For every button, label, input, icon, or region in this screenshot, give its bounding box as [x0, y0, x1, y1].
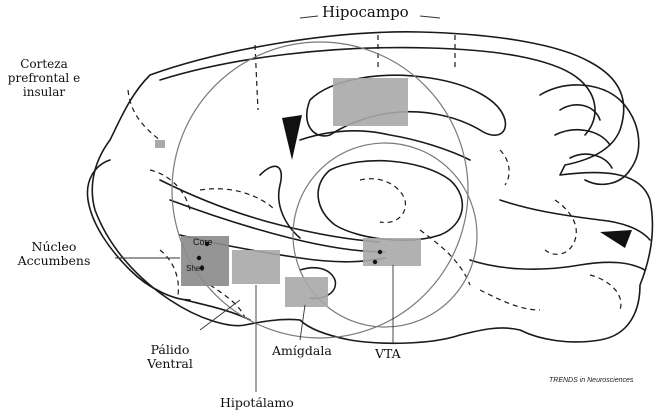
dashed-boundary-11	[590, 275, 621, 310]
label-nucleo-line-2: Accumbens	[4, 254, 104, 268]
brainstem-line-2	[470, 260, 645, 270]
label-hipotalamo: Hipotálamo	[220, 396, 294, 410]
region-hippocampus	[333, 78, 408, 126]
label-palido-line-1: Pálido	[135, 343, 205, 357]
ventricle-black	[282, 115, 302, 160]
thalamus-outline	[318, 161, 462, 241]
label-nucleo-line-1: Núcleo	[4, 240, 104, 254]
dashed-boundary-2	[255, 45, 258, 110]
dashed-boundary-13	[500, 150, 509, 185]
label-nucleo: Núcleo Accumbens	[4, 240, 104, 269]
label-vta: VTA	[375, 347, 401, 361]
dashed-boundary-12	[210, 285, 245, 318]
region-prefrontal	[155, 140, 165, 148]
label-amigdala: Amígdala	[272, 344, 332, 358]
dashed-boundary-5	[150, 170, 190, 210]
leader-hipocampo	[300, 16, 318, 18]
dot-vta-1	[378, 250, 382, 254]
leader-hipocampo-2	[420, 16, 440, 18]
label-corteza-line-3: insular	[4, 86, 84, 100]
credit-trends: TRENDS in Neurosciences	[549, 377, 633, 384]
label-palido-line-2: Ventral	[135, 357, 205, 371]
fourth-ventricle-black	[600, 230, 632, 248]
label-corteza-line-2: prefrontal e	[4, 72, 84, 86]
region-amygdala	[285, 277, 328, 307]
cerebellum-fold-2	[555, 130, 610, 145]
cerebellum-fold-3	[570, 154, 612, 168]
dashed-boundary-9	[480, 290, 540, 310]
fornix	[260, 166, 300, 238]
region-pallidum	[232, 250, 280, 284]
dashed-boundary-7	[360, 179, 405, 223]
label-shell: Shell	[186, 264, 204, 273]
label-palido: Pálido Ventral	[135, 343, 205, 372]
dashed-boundary-6	[200, 189, 275, 210]
leader-amigdala	[300, 305, 305, 340]
region-vta	[363, 238, 421, 266]
olfactory-bulb-outline	[87, 160, 190, 300]
label-corteza-line-1: Corteza	[4, 58, 84, 72]
label-core: Core	[193, 237, 213, 247]
dashed-boundary-10	[545, 200, 576, 254]
label-hipocampo: Hipocampo	[322, 4, 409, 21]
dot-vta-2	[373, 260, 377, 264]
dot-accumbens-2	[197, 256, 201, 260]
label-corteza: Corteza prefrontal e insular	[4, 58, 84, 99]
dashed-boundary-14	[160, 250, 178, 295]
